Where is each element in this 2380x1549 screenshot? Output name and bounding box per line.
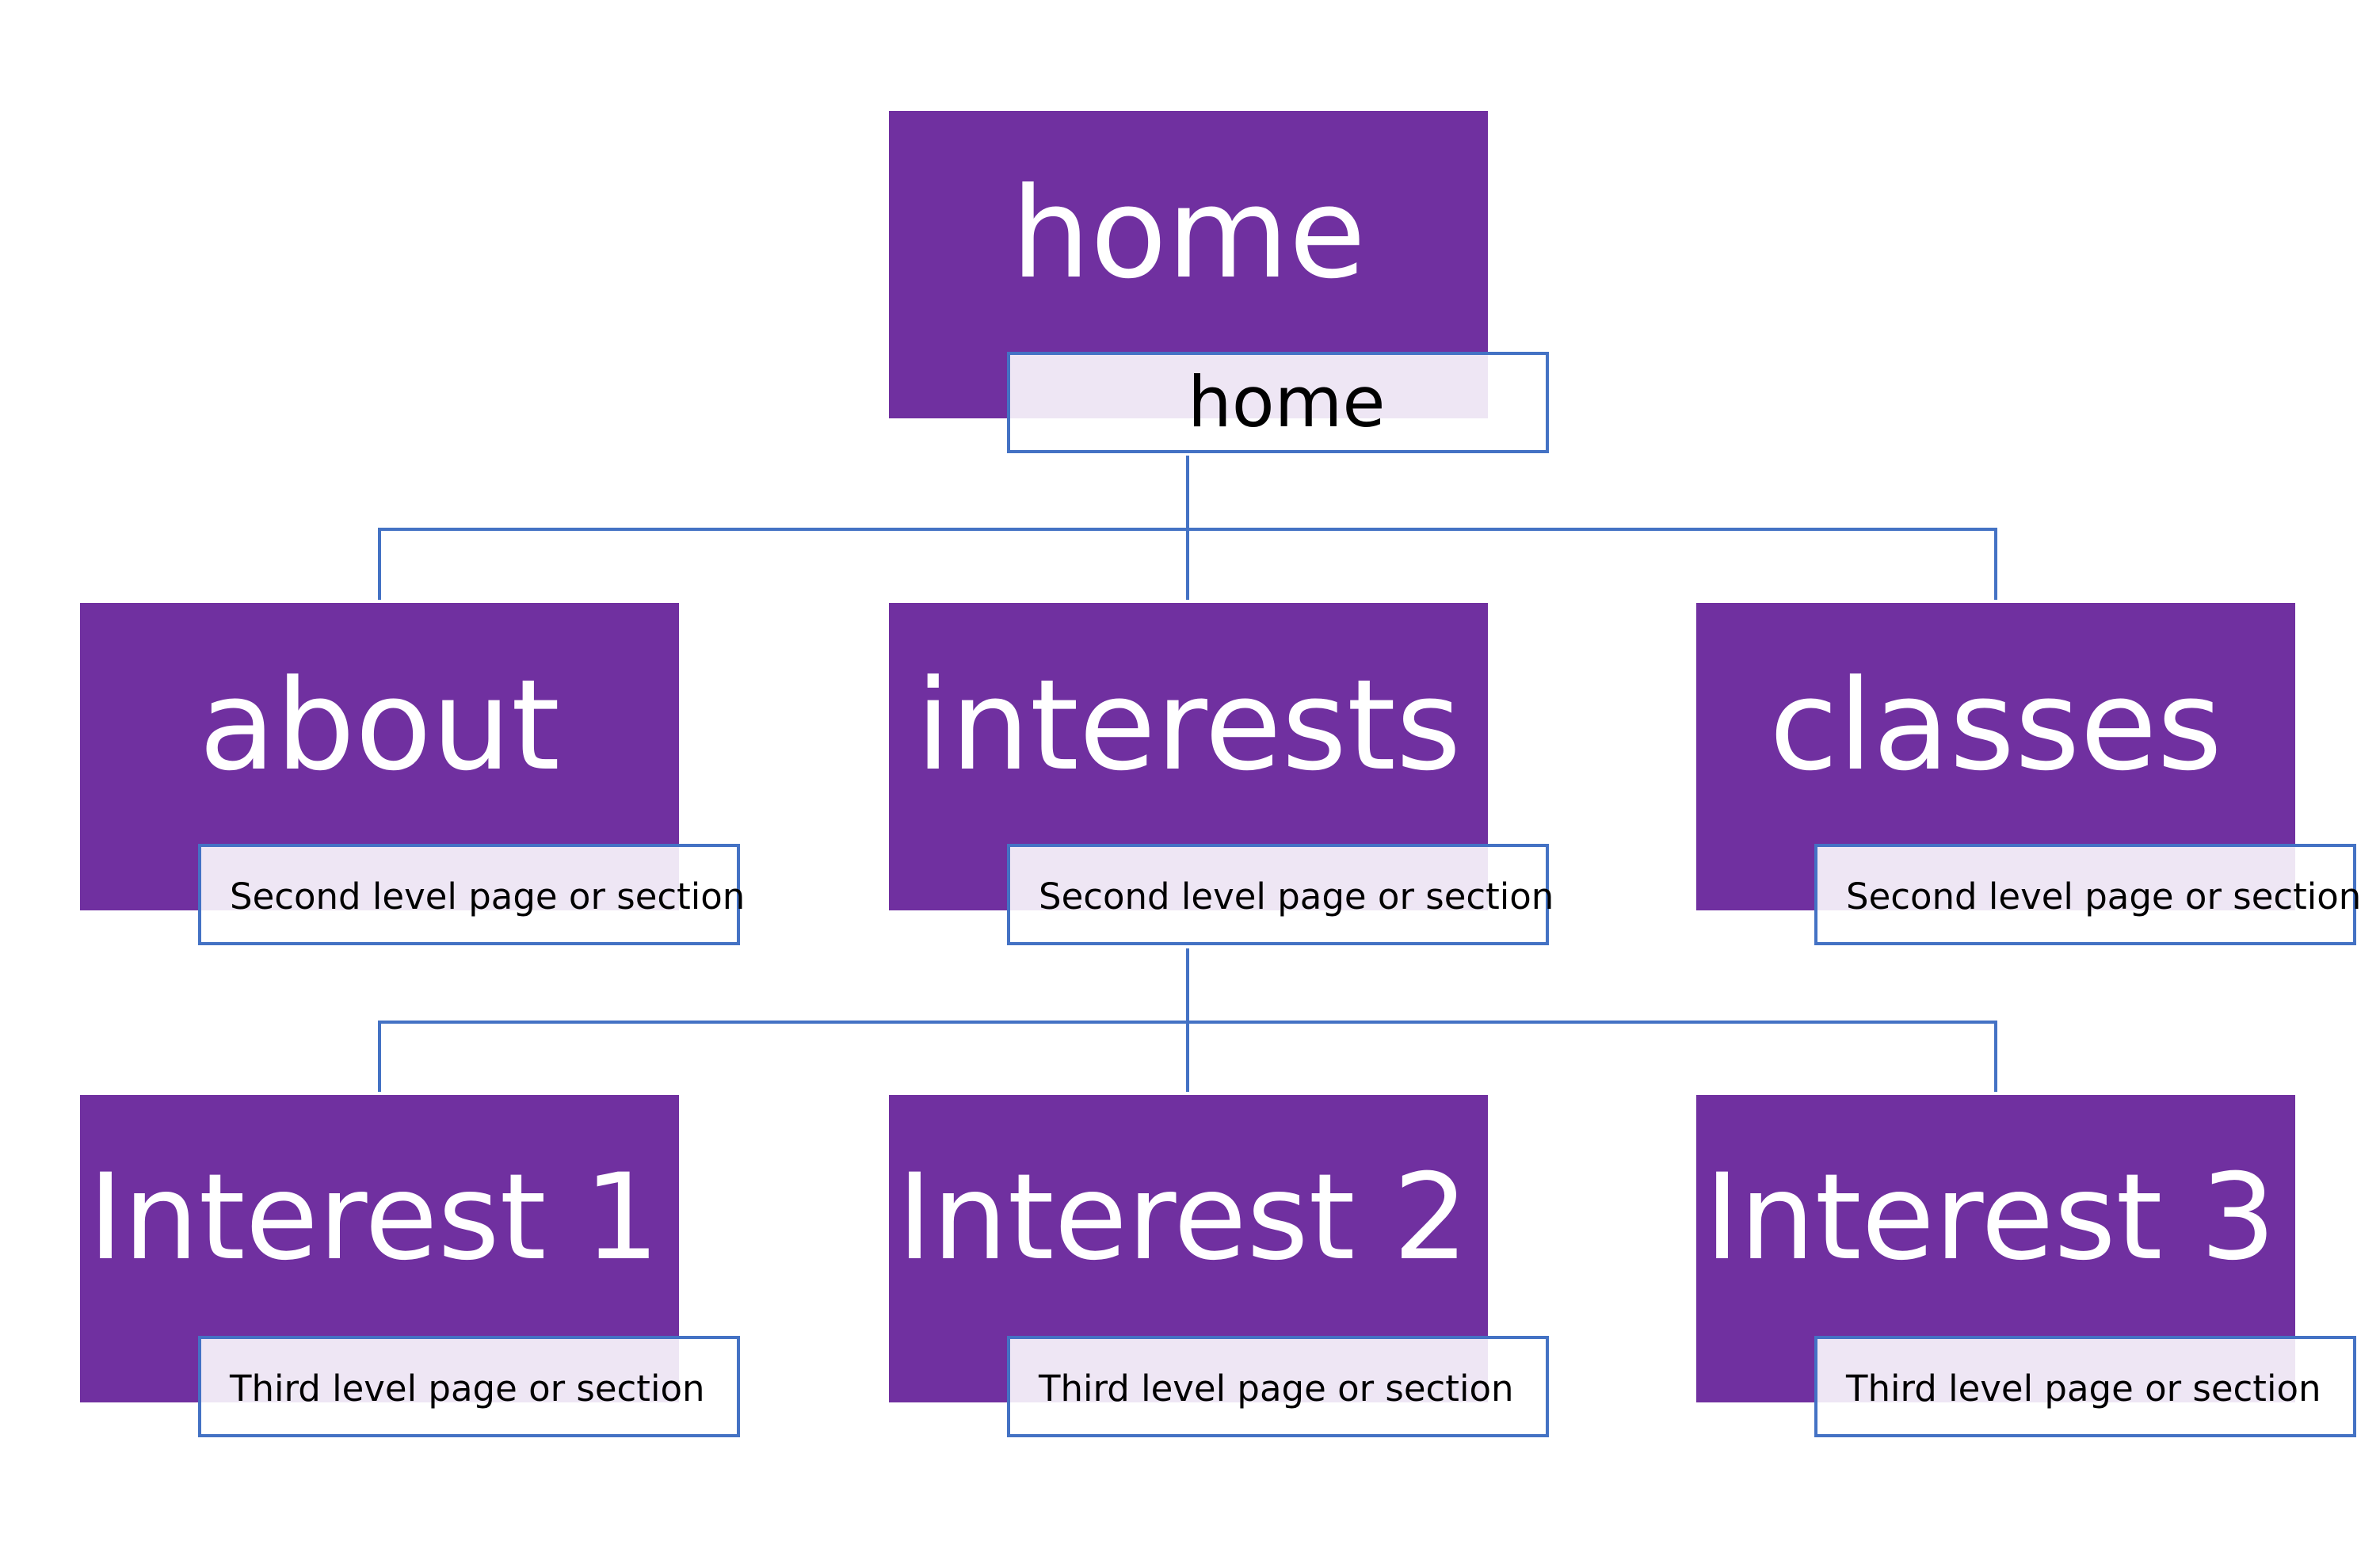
node-interest1-label-box: Third level page or section (198, 1336, 740, 1437)
node-interest1-title: Interest 1 (88, 1149, 660, 1287)
connector-interests-interest1 (378, 948, 1189, 1092)
node-classes-title: classes (1769, 653, 2222, 799)
connector-home-about (378, 456, 1189, 600)
node-interest2-title: Interest 2 (897, 1149, 1469, 1287)
node-about-label-box: Second level page or section (198, 844, 745, 945)
node-interests-title: interests (915, 653, 1462, 799)
node-interest1-label: Third level page or section (230, 1368, 705, 1410)
node-about-label: Second level page or section (230, 876, 746, 918)
node-about-title: about (199, 653, 560, 799)
node-interest3-label: Third level page or section (1846, 1368, 2321, 1410)
node-classes-label: Second level page or section (1846, 876, 2362, 918)
node-home-label: home (1188, 361, 1386, 443)
node-home-label-box: home (1007, 352, 1549, 453)
node-home-title: home (1011, 161, 1366, 307)
connector-interests-interest3 (1188, 1021, 1997, 1092)
node-interests: interests (889, 603, 1488, 910)
node-interest3-title: Interest 3 (1704, 1149, 2276, 1287)
node-interest2-label-box: Third level page or section (1007, 1336, 1549, 1437)
connector-home-classes (1188, 528, 1997, 600)
node-interest2-label: Third level page or section (1039, 1368, 1514, 1410)
node-interests-label-box: Second level page or section (1007, 844, 1554, 945)
node-interests-label: Second level page or section (1039, 876, 1554, 918)
node-classes-label-box: Second level page or section (1814, 844, 2361, 945)
node-interest3-label-box: Third level page or section (1814, 1336, 2356, 1437)
